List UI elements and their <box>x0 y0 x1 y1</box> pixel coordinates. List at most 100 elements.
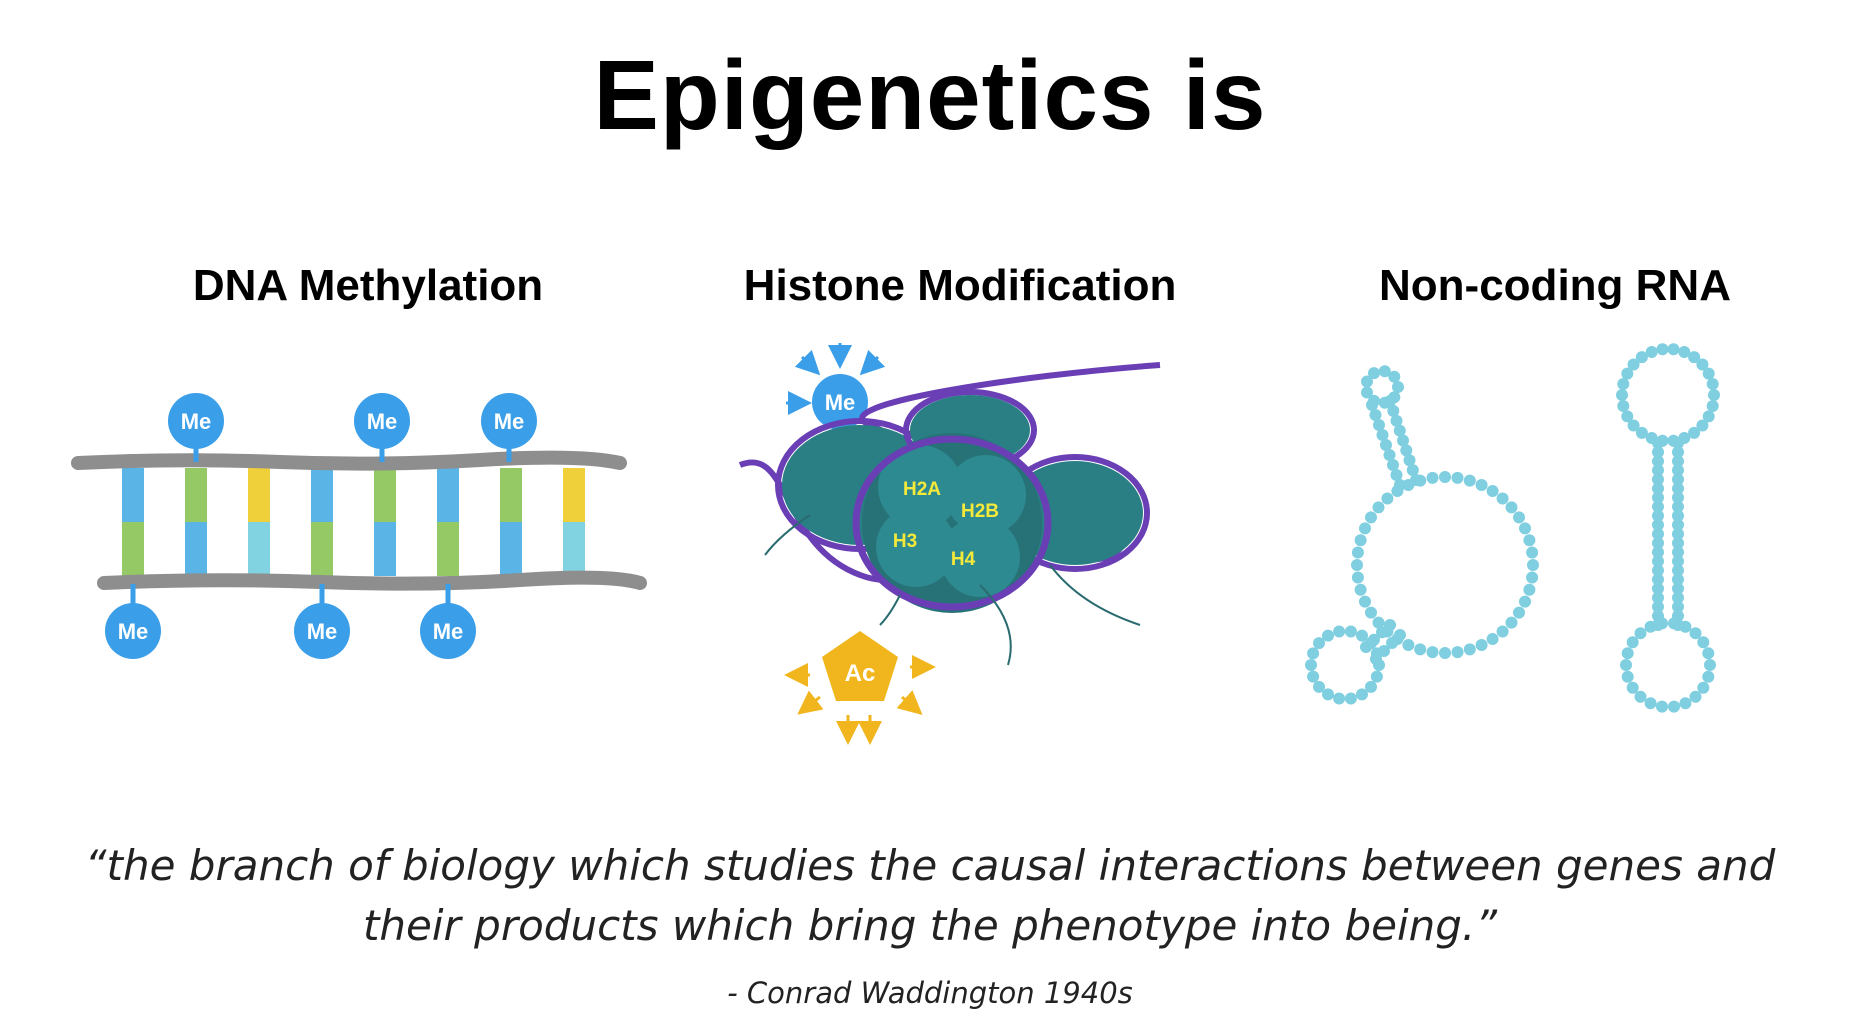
rna-nucleotide <box>1621 647 1634 660</box>
rna-nucleotide <box>1513 511 1525 524</box>
rna-nucleotide <box>1527 559 1539 571</box>
rna-nucleotide <box>1523 534 1536 547</box>
rna-nucleotide <box>1400 444 1413 457</box>
rna-nucleotide <box>1672 500 1684 513</box>
rna-nucleotide <box>1652 455 1664 468</box>
rna-nucleotide <box>1652 546 1664 559</box>
rna-nucleotide <box>1634 627 1647 640</box>
rna-dots <box>1305 343 1720 713</box>
svg-text:Me: Me <box>494 409 525 434</box>
rna-nucleotide <box>1702 647 1715 660</box>
rna-nucleotide <box>1383 449 1396 461</box>
svg-text:Me: Me <box>181 409 212 434</box>
rna-nucleotide <box>1656 700 1668 713</box>
rna-nucleotide <box>1672 546 1684 559</box>
top-backbone <box>71 450 627 471</box>
definition-quote: “the branch of biology which studies the… <box>84 841 1776 950</box>
label-h4: H4 <box>951 549 976 570</box>
rna-nucleotide <box>1667 343 1680 356</box>
rna-nucleotide <box>1672 564 1684 577</box>
methyl-group: Me <box>168 393 224 462</box>
rna-nucleotide <box>1697 681 1710 694</box>
rna-nucleotide <box>1307 647 1320 660</box>
rna-nucleotide <box>1626 636 1639 649</box>
rna-nucleotide <box>1475 639 1488 651</box>
rna-nucleotide <box>1372 616 1385 629</box>
rna-nucleotide <box>1496 492 1509 505</box>
rna-nucleotide <box>1406 464 1419 477</box>
acetyl-arrows <box>784 655 936 745</box>
rna-nucleotide <box>1704 659 1716 671</box>
rna-nucleotide <box>1688 351 1701 364</box>
rna-nucleotide <box>1370 670 1383 683</box>
rna-nucleotide <box>1672 591 1684 604</box>
rna-nucleotide <box>1656 343 1669 356</box>
rna-nucleotide <box>1688 426 1701 439</box>
rna-nucleotide <box>1696 419 1709 432</box>
rna-nucleotide <box>1394 479 1406 491</box>
rna-nucleotide <box>1689 627 1702 640</box>
rna-nucleotide <box>1356 688 1368 701</box>
svg-text:Me: Me <box>367 409 398 434</box>
rna-nucleotide <box>1627 419 1640 432</box>
rna-nucleotide <box>1313 680 1325 693</box>
rna-nucleotide <box>1672 464 1684 477</box>
rna-nucleotide <box>1439 647 1451 659</box>
rna-nucleotide <box>1513 606 1525 619</box>
base-pairs <box>122 468 585 576</box>
rna-nucleotide <box>1652 582 1664 595</box>
acetyl-group: Ac <box>822 631 898 701</box>
label-h2a: H2A <box>903 479 941 500</box>
svg-text:Ac: Ac <box>845 660 876 687</box>
rna-nucleotide <box>1359 595 1371 608</box>
rna-nucleotide <box>1305 659 1317 671</box>
rna-nucleotide <box>1496 625 1509 638</box>
rna-nucleotide <box>1351 559 1363 571</box>
rna-nucleotide <box>1678 346 1691 358</box>
svg-text:Me: Me <box>825 390 856 415</box>
rna-nucleotide <box>1634 690 1647 703</box>
rna-nucleotide <box>1672 446 1684 459</box>
rna-nucleotide <box>1652 528 1664 540</box>
rna-nucleotide <box>1702 670 1715 683</box>
rna-nucleotide <box>1387 404 1400 417</box>
rna-nucleotide <box>1652 600 1664 613</box>
rna-nucleotide <box>1645 346 1658 358</box>
rna-nucleotide <box>1679 620 1692 633</box>
rna-nucleotide <box>1372 501 1385 514</box>
base-pair <box>311 468 333 524</box>
rna-nucleotide <box>1410 474 1422 486</box>
rna-nucleotide <box>1386 637 1398 649</box>
rna-nucleotide <box>1475 479 1488 491</box>
rna-nucleotide <box>1672 528 1684 540</box>
rna-nucleotide <box>1519 595 1531 608</box>
rna-nucleotide <box>1668 617 1680 630</box>
rna-nucleotide <box>1388 391 1401 404</box>
rna-nucleotide <box>1365 680 1377 693</box>
rna-nucleotide <box>1369 409 1382 421</box>
label-h3: H3 <box>893 531 917 552</box>
rna-nucleotide <box>1322 629 1334 642</box>
rna-nucleotide <box>1351 571 1364 584</box>
rna-nucleotide <box>1621 410 1634 423</box>
rna-nucleotide <box>1706 400 1719 412</box>
rna-nucleotide <box>1344 625 1357 638</box>
base-pair <box>563 468 585 524</box>
rna-nucleotide <box>1616 389 1628 401</box>
rna-nucleotide <box>1672 437 1684 449</box>
rna-nucleotide <box>1652 537 1664 550</box>
rna-nucleotide <box>1519 522 1531 535</box>
methyl-group: Me <box>105 584 161 659</box>
rna-nucleotide <box>1672 473 1684 486</box>
rna-nucleotide <box>1333 625 1346 638</box>
rna-nucleotide <box>1414 643 1427 656</box>
rna-nucleotide <box>1652 437 1664 449</box>
noncoding-rna-illustration <box>1305 343 1720 713</box>
base-pair <box>248 468 270 524</box>
rna-nucleotide <box>1376 429 1389 441</box>
svg-text:Me: Me <box>118 619 149 644</box>
rna-nucleotide <box>1351 546 1364 559</box>
rna-nucleotide <box>1689 690 1702 703</box>
rna-nucleotide <box>1672 600 1684 613</box>
rna-nucleotide <box>1390 469 1403 481</box>
